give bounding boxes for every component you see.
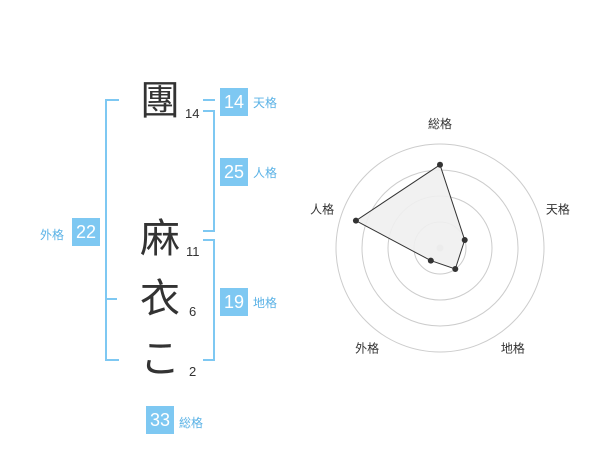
soukaku-badge: 33 xyxy=(146,406,174,434)
gaikaku-label: 外格 xyxy=(40,228,65,242)
chikaku-label: 地格 xyxy=(253,296,278,310)
radar-ring-4 xyxy=(335,143,545,353)
radar-point-1 xyxy=(437,161,443,168)
name-char-4: こ xyxy=(140,336,180,382)
radar-axis-label-5: 人格 xyxy=(310,202,334,217)
radar-points xyxy=(352,161,468,273)
gaikaku-bracket xyxy=(105,99,119,361)
jinkaku-badge: 25 xyxy=(220,158,248,186)
radar-point-5 xyxy=(352,217,359,224)
gaikaku-bracket-tick xyxy=(105,298,117,300)
gaikaku-badge: 22 xyxy=(72,218,100,246)
radar-axis-label-1: 総格 xyxy=(428,116,452,131)
radar-axis-label-4: 外格 xyxy=(355,340,379,355)
name-char-1: 團 xyxy=(140,78,180,124)
tenkaku-bracket xyxy=(203,99,215,101)
name-char-3: 衣 xyxy=(140,276,180,322)
jinkaku-label: 人格 xyxy=(253,166,278,180)
stroke-count-3: 6 xyxy=(189,304,197,319)
radar-point-3 xyxy=(452,266,459,273)
stroke-count-4: 2 xyxy=(189,364,197,379)
stroke-count-2: 11 xyxy=(186,244,200,259)
stroke-count-1: 14 xyxy=(185,106,200,121)
soukaku-label: 総格 xyxy=(179,416,204,430)
radar-point-2 xyxy=(461,236,468,243)
radar-axis-label-2: 天格 xyxy=(546,202,570,217)
chikaku-badge: 19 xyxy=(220,288,248,316)
name-char-2: 麻 xyxy=(140,216,180,262)
tenkaku-badge: 14 xyxy=(220,88,248,116)
tenkaku-label: 天格 xyxy=(253,96,278,110)
radar-series-area xyxy=(354,164,466,270)
radar-point-4 xyxy=(427,257,434,264)
chikaku-bracket xyxy=(203,239,215,361)
radar-axis-label-3: 地格 xyxy=(501,340,525,355)
jinkaku-bracket xyxy=(203,110,215,232)
